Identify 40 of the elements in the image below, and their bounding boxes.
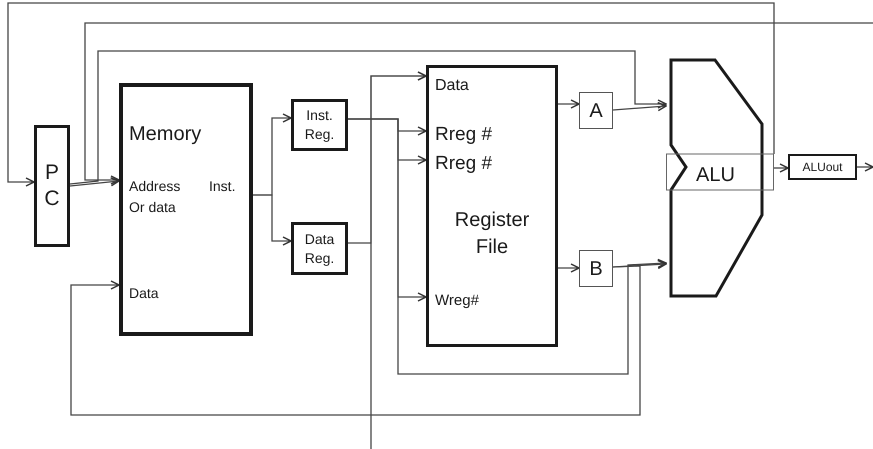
port-label: Or data [129, 198, 176, 217]
memory-box [119, 83, 253, 336]
box-label: P C [43, 160, 61, 212]
connector-arrow [558, 99, 580, 109]
connector-arrow [774, 163, 789, 173]
port-label: Data [435, 76, 469, 96]
connector-arrow [612, 102, 667, 112]
port-label: Wreg# [435, 291, 479, 311]
connector-arrow [370, 71, 427, 449]
connector-arrow [7, 2, 775, 187]
connector-arrow [84, 22, 873, 185]
port-label: Inst. [209, 177, 236, 196]
connector-arrow [253, 194, 292, 246]
connector-arrow [612, 260, 667, 270]
box-label: B [588, 256, 604, 282]
register-box [579, 250, 613, 287]
port-label: Address [129, 177, 180, 196]
port-label: Rreg # [435, 152, 492, 176]
register-box [34, 125, 70, 247]
port-label: Data [129, 284, 159, 303]
register-box [788, 154, 857, 180]
register-box [579, 92, 613, 129]
register-file-title: Register File [454, 208, 530, 260]
connector-arrow [70, 265, 641, 416]
box-label: ALUout [801, 159, 844, 176]
box-label: A [588, 98, 604, 124]
connector-arrow [70, 50, 667, 185]
memory-title: Memory [129, 122, 202, 147]
box-label: ALU [696, 163, 735, 188]
connector-arrow [558, 263, 580, 273]
register-file-box [426, 65, 558, 347]
port-label: Rreg # [435, 123, 492, 147]
connector-arrow [70, 177, 120, 187]
box-label: Inst. Reg. [304, 106, 336, 144]
connector-arrow [857, 162, 873, 172]
box-label: Data Reg. [304, 230, 336, 268]
alu-shape [666, 58, 774, 298]
register-box [291, 222, 348, 275]
register-box [291, 99, 348, 151]
connector-arrow [348, 118, 667, 375]
